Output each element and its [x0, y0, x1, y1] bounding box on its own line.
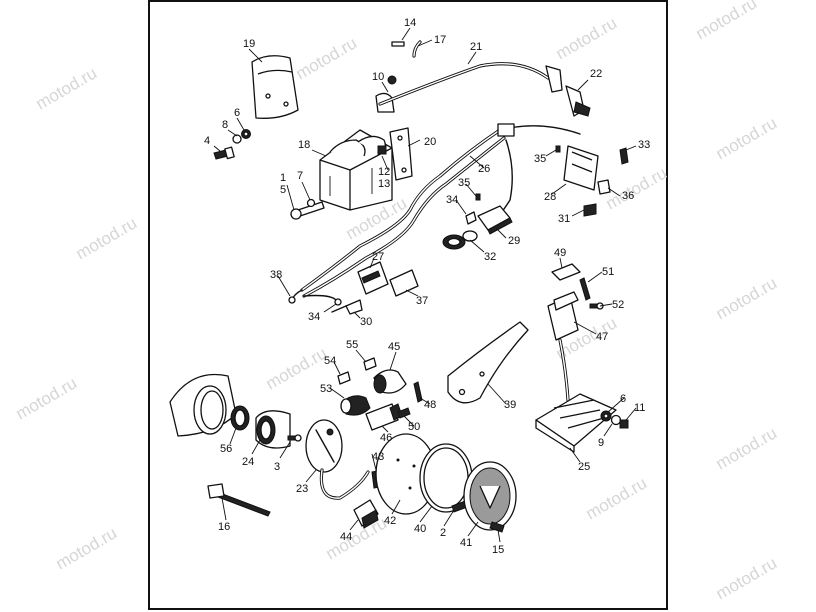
callout-37: 37 — [416, 295, 428, 307]
callout-14: 14 — [404, 17, 416, 29]
callout-2: 2 — [440, 527, 446, 539]
callout-6b: 6 — [620, 393, 626, 405]
callout-labels: 19 6 8 4 1 5 7 18 12 13 20 10 14 17 21 2… — [204, 17, 650, 556]
callout-47: 47 — [596, 331, 608, 343]
hook-part — [391, 41, 405, 47]
callout-9: 9 — [598, 437, 604, 449]
lock-34-part — [465, 211, 477, 225]
clip-49-part — [551, 263, 581, 281]
watermark: motod.ru — [713, 273, 781, 323]
watermark: motod.ru — [693, 0, 761, 43]
callout-18: 18 — [298, 139, 310, 151]
callout-56: 56 — [220, 443, 232, 455]
watermark: motod.ru — [583, 473, 651, 523]
callout-40: 40 — [414, 523, 426, 535]
watermark: motod.ru — [553, 13, 621, 63]
callout-25: 25 — [578, 461, 590, 473]
callout-16: 16 — [218, 521, 230, 533]
callout-3: 3 — [274, 461, 280, 473]
callout-55: 55 — [346, 339, 358, 351]
callout-36: 36 — [622, 190, 634, 202]
callout-45: 45 — [388, 341, 400, 353]
plug-54-part — [337, 371, 351, 385]
callout-41: 41 — [460, 537, 472, 549]
callout-49: 49 — [554, 247, 566, 259]
callout-34: 34 — [446, 194, 458, 206]
callout-26: 26 — [478, 163, 490, 175]
callout-12: 12 — [378, 166, 390, 178]
screw-51-part — [579, 277, 591, 301]
callout-48: 48 — [424, 399, 436, 411]
callout-34b: 34 — [308, 311, 320, 323]
watermark: motod.ru — [713, 113, 781, 163]
trigger-plate-part — [305, 419, 343, 473]
callout-42: 42 — [384, 515, 396, 527]
callout-54: 54 — [324, 355, 336, 367]
callout-27: 27 — [372, 251, 384, 263]
watermark: motod.ru — [33, 63, 101, 113]
spark-plug-lead-part — [378, 62, 550, 106]
terminal-30-part — [345, 299, 363, 315]
callout-24: 24 — [242, 456, 254, 468]
callout-6: 6 — [234, 107, 240, 119]
watermark: motod.ru — [713, 423, 781, 473]
callout-15: 15 — [492, 544, 504, 556]
callout-43: 43 — [372, 451, 384, 463]
watermark-layer: motod.ru motod.ru motod.ru motod.ru moto… — [13, 0, 781, 603]
terminal-33-part — [619, 147, 629, 165]
callout-17: 17 — [434, 34, 446, 46]
regulator-bracket-part — [447, 321, 529, 404]
callout-10: 10 — [372, 71, 384, 83]
callout-52: 52 — [612, 299, 624, 311]
watermark: motod.ru — [53, 523, 121, 573]
callout-53: 53 — [320, 383, 332, 395]
callout-1: 1 — [280, 172, 286, 184]
coil-cover-fold — [257, 69, 293, 75]
clip-36-part — [597, 179, 611, 195]
comb-part — [583, 203, 597, 217]
clamp-part — [353, 499, 379, 527]
watermark: motod.ru — [293, 33, 361, 83]
callout-44: 44 — [340, 531, 352, 543]
callout-31: 31 — [558, 213, 570, 225]
callout-20: 20 — [424, 136, 436, 148]
connector-lock-37-part — [389, 269, 419, 297]
watermark: motod.ru — [13, 373, 81, 423]
callout-35b: 35 — [458, 177, 470, 189]
watermark: motod.ru — [323, 513, 391, 563]
callout-29: 29 — [508, 235, 520, 247]
watermark: motod.ru — [603, 163, 671, 213]
callout-8: 8 — [222, 119, 228, 131]
connector-46-part — [365, 403, 399, 431]
callout-19: 19 — [243, 38, 255, 50]
callout-22: 22 — [590, 68, 602, 80]
callout-51: 51 — [602, 266, 614, 278]
plug-55-part — [363, 357, 377, 371]
callout-28: 28 — [544, 191, 556, 203]
callout-4: 4 — [204, 135, 210, 147]
callout-50: 50 — [408, 421, 420, 433]
callout-33: 33 — [638, 139, 650, 151]
callout-5: 5 — [280, 184, 286, 196]
coil-cover-part — [251, 55, 299, 119]
coil-bracket-part — [389, 127, 413, 181]
callout-23: 23 — [296, 483, 308, 495]
callout-39: 39 — [504, 399, 516, 411]
leader-lines — [213, 27, 637, 543]
callout-32: 32 — [484, 251, 496, 263]
callout-13: 13 — [378, 178, 390, 190]
callout-21: 21 — [470, 41, 482, 53]
callout-11: 11 — [634, 402, 645, 414]
callout-30: 30 — [360, 316, 372, 328]
watermark: motod.ru — [73, 213, 141, 263]
callout-46: 46 — [380, 432, 392, 444]
callout-35: 35 — [534, 153, 546, 165]
callout-38: 38 — [270, 269, 282, 281]
callout-7: 7 — [297, 170, 303, 182]
parts-layer — [169, 40, 629, 533]
watermark: motod.ru — [713, 553, 781, 603]
